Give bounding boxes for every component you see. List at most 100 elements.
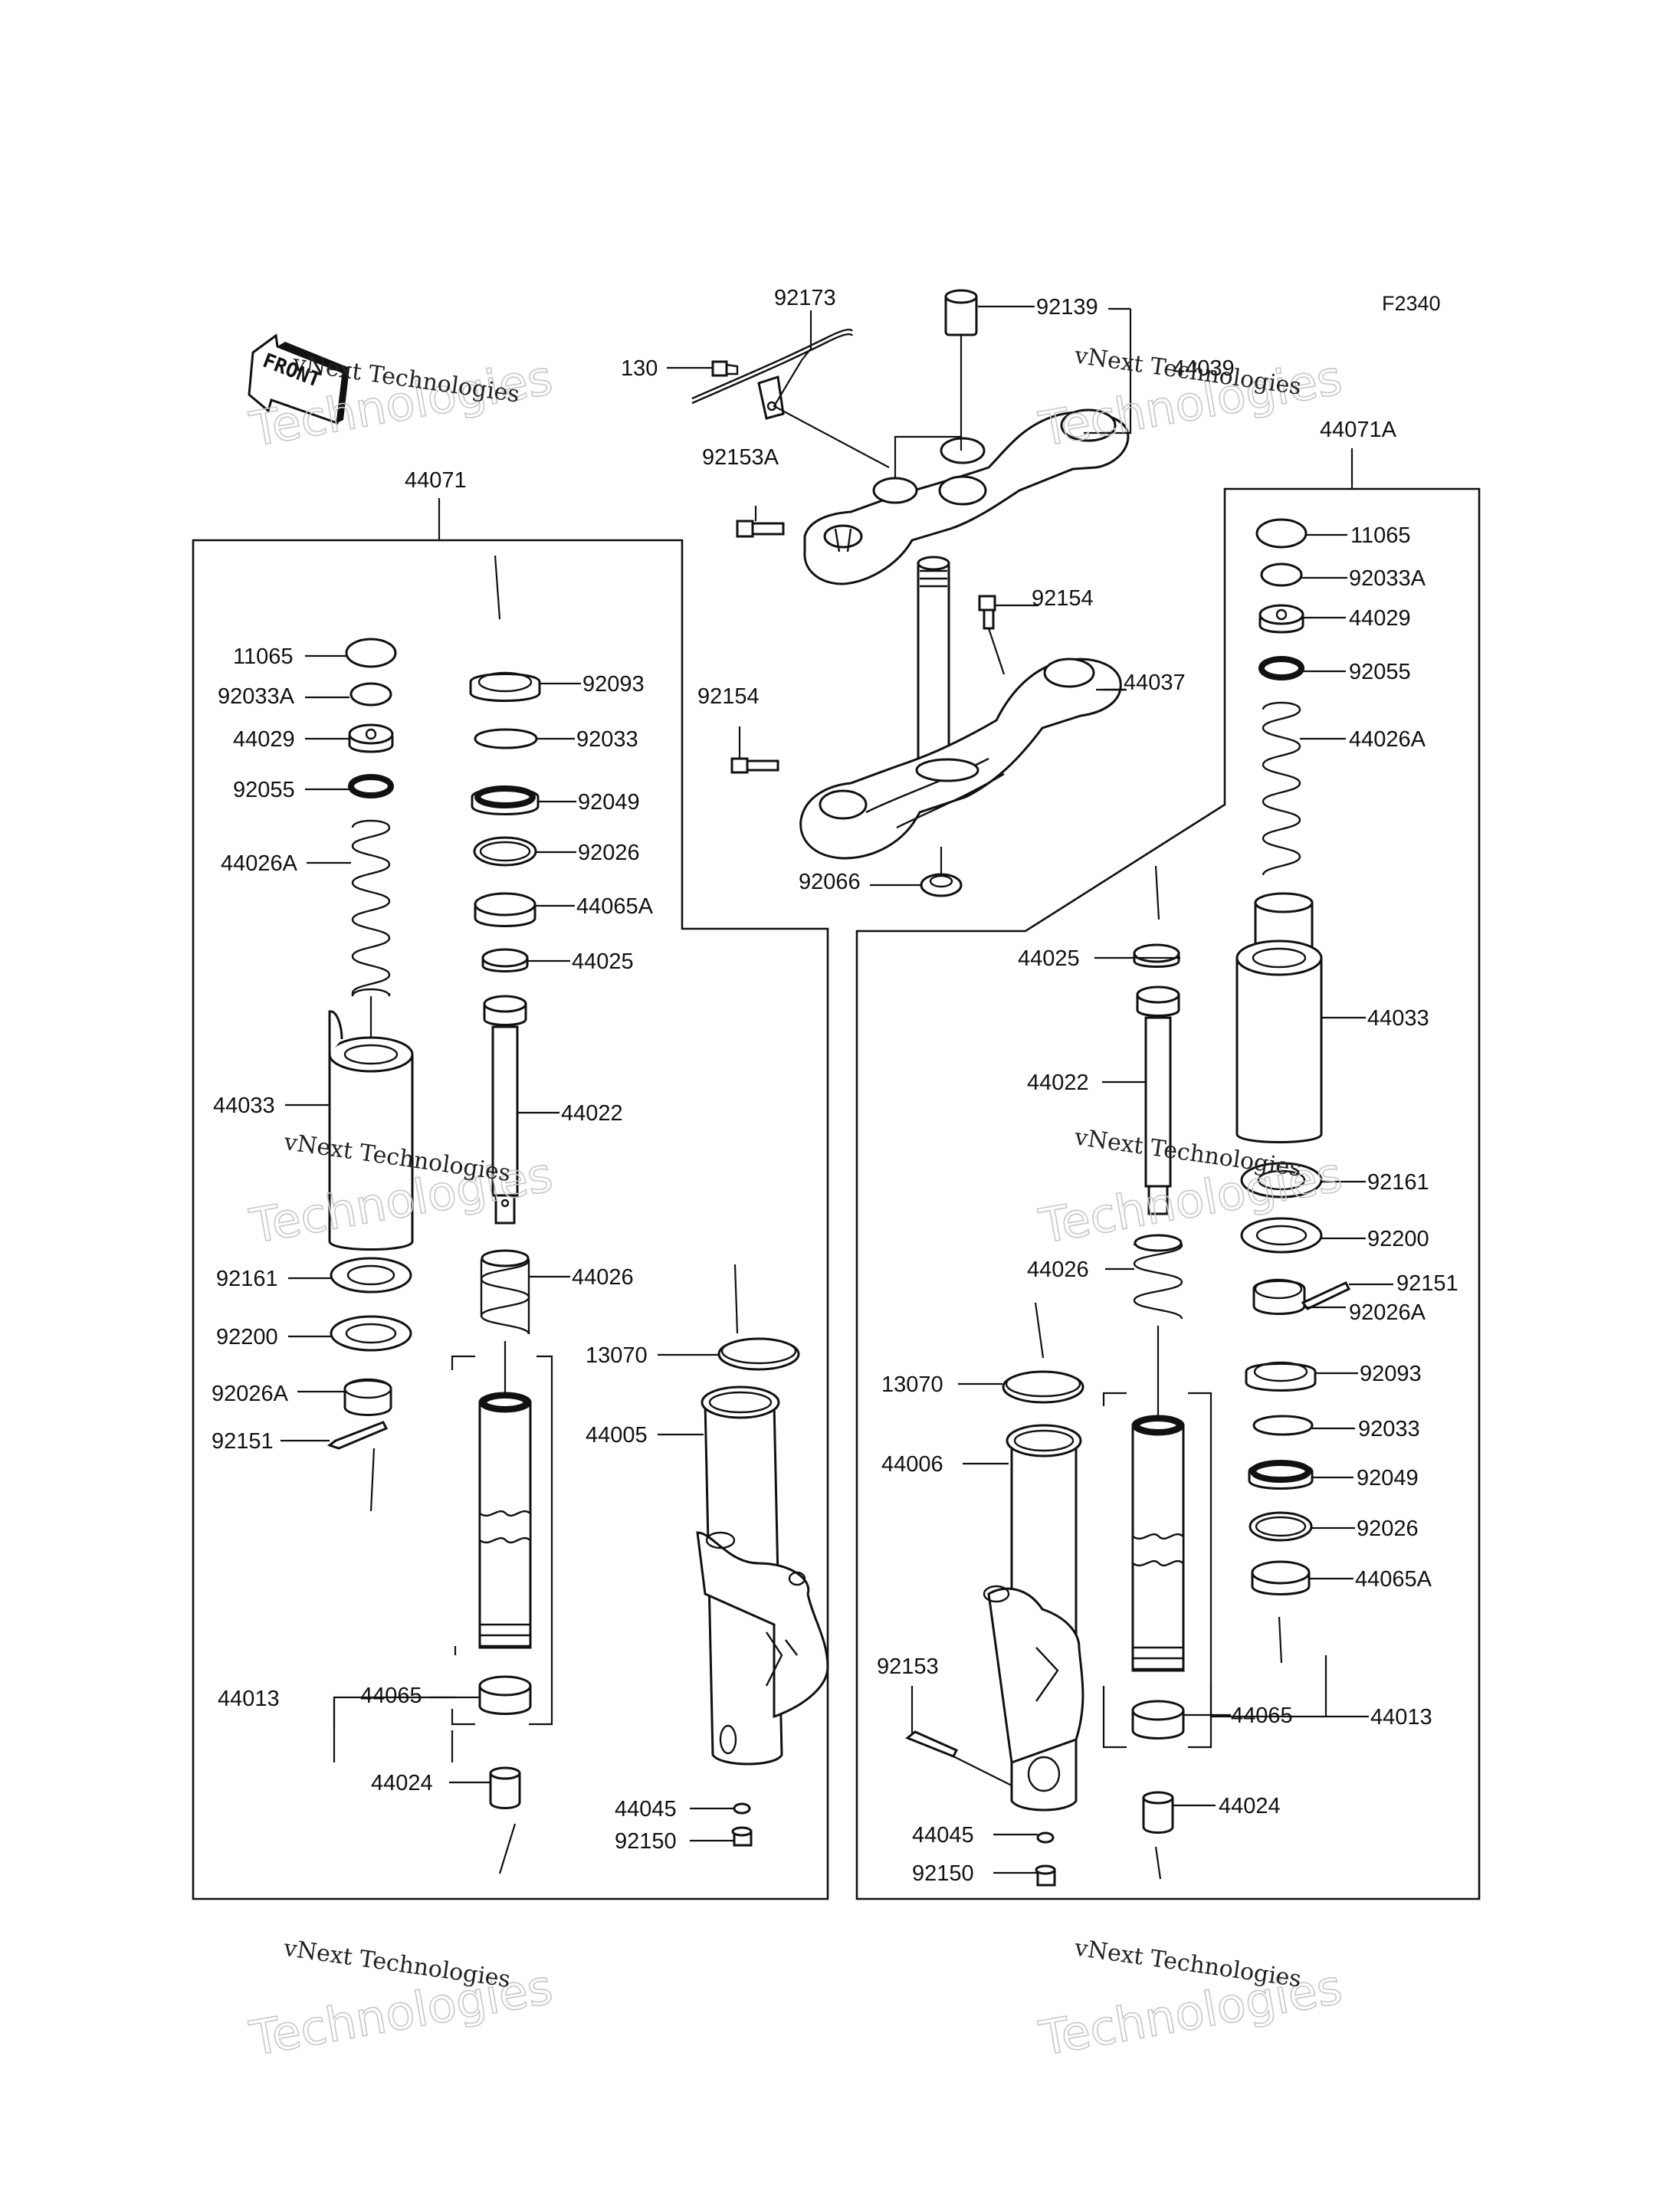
- cap-11065-right: [1255, 518, 1308, 549]
- label-left-92026A: 92026A: [212, 1382, 289, 1406]
- label-right-92200: 92200: [1367, 1227, 1429, 1251]
- label-right-13070: 13070: [881, 1372, 943, 1397]
- label-left-92151: 92151: [212, 1429, 274, 1454]
- o-ring-92033A-right: [1260, 562, 1303, 587]
- label-92139: 92139: [1036, 295, 1098, 320]
- washer-92161-right: [1240, 1162, 1323, 1199]
- bolt-92153: [905, 1730, 959, 1758]
- label-left-44013: 44013: [218, 1687, 280, 1711]
- label-left-11065: 11065: [233, 644, 294, 669]
- o-ring-92055: [348, 774, 394, 798]
- label-left-92161: 92161: [216, 1267, 278, 1291]
- label-right-44013: 44013: [1370, 1705, 1432, 1730]
- label-left-44025: 44025: [572, 949, 634, 974]
- label-44071A: 44071A: [1320, 418, 1397, 442]
- label-left-92033: 92033: [576, 727, 638, 752]
- label-right-92150: 92150: [912, 1861, 974, 1886]
- label-right-92026A: 92026A: [1349, 1300, 1426, 1325]
- bolt-92153A: [751, 522, 785, 536]
- damper-rod-44022: [483, 995, 527, 1225]
- spacer-44033-right: [1235, 892, 1323, 1143]
- left-middle-column: [333, 555, 553, 1874]
- label-left-44065: 44065: [360, 1684, 422, 1708]
- label-left-44026A: 44026A: [221, 851, 298, 876]
- bolt-92154-upper: [983, 608, 995, 630]
- label-44039: 44039: [1173, 356, 1235, 381]
- spacer-44033: [328, 996, 414, 1251]
- label-left-44033: 44033: [213, 1094, 275, 1118]
- label-right-44022: 44022: [1027, 1071, 1089, 1095]
- screw-92151: [326, 1421, 389, 1450]
- clip-92033: [474, 728, 538, 749]
- label-left-44022: 44022: [561, 1101, 623, 1126]
- label-right-44029: 44029: [1349, 606, 1411, 631]
- label-right-92033A: 92033A: [1349, 566, 1426, 591]
- label-92154-lower: 92154: [697, 684, 760, 709]
- label-92154-upper: 92154: [1032, 586, 1094, 611]
- label-right-44045: 44045: [912, 1823, 974, 1848]
- label-right-92153: 92153: [877, 1654, 939, 1679]
- bearing-92066: [920, 873, 963, 897]
- label-left-92033A: 92033A: [218, 684, 295, 709]
- label-right-44033: 44033: [1367, 1006, 1429, 1031]
- figure-code: F2340: [1382, 292, 1441, 315]
- washer-44045-right: [1036, 1831, 1055, 1844]
- stem-shaft: [917, 562, 950, 772]
- right-outer-column: [905, 1302, 1084, 1887]
- left-assembly-box: [192, 539, 829, 1900]
- spring-44026: [480, 1249, 530, 1335]
- label-44037: 44037: [1124, 671, 1186, 695]
- cap-11065: [345, 638, 397, 668]
- label-right-44006: 44006: [881, 1452, 943, 1477]
- label-right-92151: 92151: [1396, 1271, 1459, 1296]
- label-left-92150: 92150: [615, 1829, 677, 1854]
- spring-44026A: [351, 819, 391, 997]
- damper-rod-44022-right: [1136, 985, 1180, 1215]
- steering-stem-group: [730, 556, 1122, 897]
- inner-tube: [478, 1392, 532, 1649]
- bolt-130: [711, 360, 728, 377]
- right-inner-column: [1235, 518, 1351, 1664]
- label-left-92026: 92026: [578, 841, 640, 865]
- label-left-92055: 92055: [233, 778, 295, 802]
- label-right-11065: 11065: [1350, 523, 1411, 548]
- label-left-44026: 44026: [572, 1265, 634, 1290]
- label-left-92093: 92093: [582, 672, 645, 697]
- label-right-44026: 44026: [1027, 1258, 1089, 1282]
- right-middle-column: [1102, 865, 1327, 1880]
- label-92173: 92173: [774, 286, 836, 310]
- washer-92026-right: [1249, 1511, 1313, 1542]
- clip-92033-right: [1252, 1415, 1314, 1436]
- front-arrow-icon: FRONT: [248, 333, 349, 425]
- upper-clamp-group: [691, 289, 1132, 585]
- label-130: 130: [621, 356, 658, 381]
- ring-92200-right: [1240, 1217, 1323, 1254]
- label-right-44065A: 44065A: [1355, 1567, 1432, 1592]
- label-right-92055: 92055: [1349, 660, 1411, 684]
- spring-44026A-right: [1262, 701, 1301, 876]
- left-outer-column: [696, 1264, 829, 1847]
- bolt-92154-lower: [746, 759, 779, 772]
- cable-92173: [691, 328, 854, 400]
- part-labels: 92173 92139 44039 130 92153A 92154 92154…: [212, 286, 1459, 1886]
- inner-tube-right: [1131, 1415, 1185, 1672]
- piece-44024: [489, 1772, 521, 1809]
- label-right-44065: 44065: [1231, 1703, 1293, 1728]
- o-ring-92033A: [349, 682, 392, 707]
- spring-44026-right: [1133, 1234, 1183, 1320]
- label-left-44045: 44045: [615, 1797, 677, 1822]
- label-right-92161: 92161: [1367, 1170, 1429, 1195]
- label-right-92033: 92033: [1358, 1417, 1420, 1441]
- label-left-44065A: 44065A: [576, 894, 654, 919]
- washer-92161: [330, 1257, 412, 1294]
- lower-bracket-44037: [799, 657, 1122, 860]
- label-right-92093: 92093: [1360, 1362, 1422, 1386]
- label-right-92049: 92049: [1357, 1466, 1419, 1490]
- label-right-44024: 44024: [1219, 1794, 1281, 1818]
- label-right-44026A: 44026A: [1349, 727, 1426, 752]
- leader-lines: [281, 305, 1393, 1874]
- label-left-92200: 92200: [216, 1325, 278, 1349]
- screw-92151-right: [1301, 1281, 1351, 1310]
